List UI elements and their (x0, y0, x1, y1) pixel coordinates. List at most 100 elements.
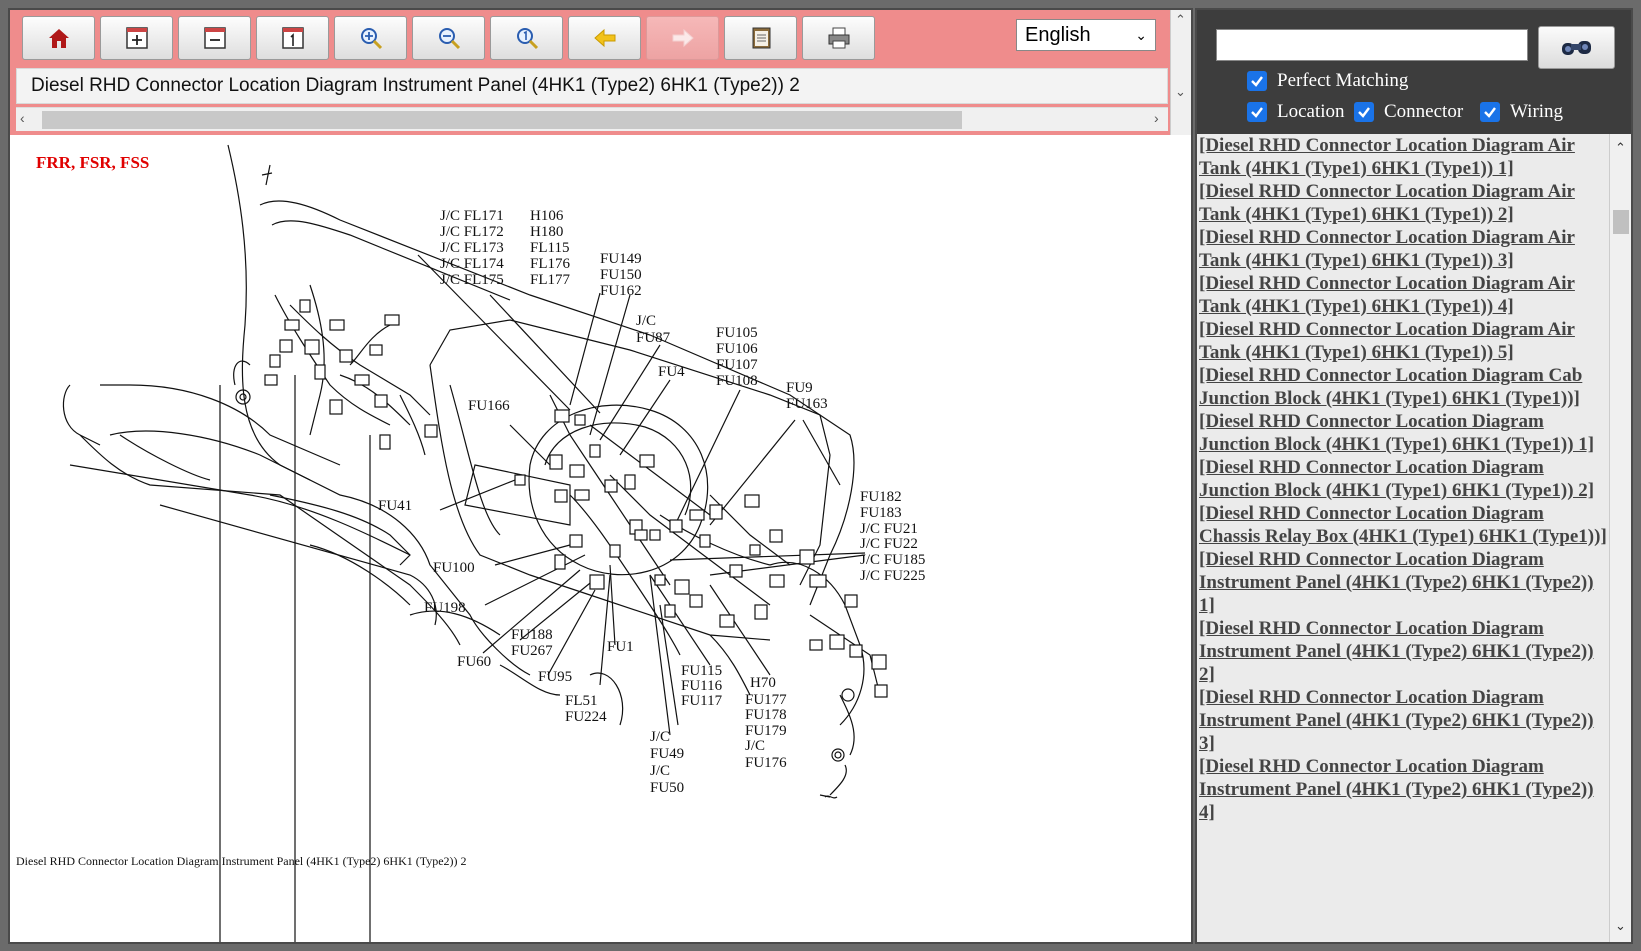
callout-labels: J/C FL171 J/C FL172 J/C FL173 J/C FL174 … (378, 208, 925, 796)
scroll-right-icon[interactable]: › (1154, 110, 1159, 126)
scroll-up-icon[interactable]: ⌃ (1615, 140, 1626, 155)
connector-symbols (264, 299, 888, 698)
callout-label: FU95 (538, 669, 572, 685)
scroll-down-icon[interactable]: ⌄ (1175, 84, 1186, 99)
result-link[interactable]: [Diesel RHD Connector Location Diagram C… (1199, 365, 1583, 409)
callout-label: FU49 (650, 746, 684, 762)
language-select[interactable]: English ⌄ (1016, 19, 1156, 51)
result-link[interactable]: [Diesel RHD Connector Location Diagram J… (1199, 457, 1595, 501)
diagram-drawing: J/C FL171 J/C FL172 J/C FL173 J/C FL174 … (62, 144, 925, 942)
plus-box-icon (125, 27, 148, 49)
chevron-down-icon: ⌄ (1135, 26, 1147, 43)
callout-label: FL115 (530, 240, 569, 256)
callout-label: H106 (530, 208, 564, 224)
callout-label: FU50 (650, 780, 684, 796)
result-link[interactable]: [Diesel RHD Connector Location Diagram I… (1199, 549, 1594, 616)
callout-label: FU224 (565, 709, 607, 725)
print-button[interactable] (802, 16, 875, 60)
callout-label: FU149 (600, 251, 642, 267)
result-link[interactable]: [Diesel RHD Connector Location Diagram A… (1199, 227, 1575, 271)
search-sidebar: Perfect Matching Location Connector Wiri… (1195, 8, 1633, 944)
callout-label: FU105 (716, 325, 758, 341)
callout-label: J/C FU225 (860, 568, 925, 584)
title-horizontal-scrollbar[interactable]: ‹ › (16, 107, 1168, 131)
checkmark-icon (1247, 71, 1267, 91)
zoom-in-icon (360, 28, 382, 50)
title-vertical-scrollbar[interactable]: ⌃ ⌄ (1170, 10, 1191, 135)
search-panel: Perfect Matching Location Connector Wiri… (1197, 10, 1631, 134)
callout-label: FU115 (681, 663, 722, 679)
printer-icon (828, 27, 849, 49)
notes-button[interactable] (724, 16, 797, 60)
callout-label: FU100 (433, 560, 475, 576)
callout-label: FU87 (636, 330, 671, 346)
location-checkbox[interactable]: Location (1247, 101, 1345, 123)
home-button[interactable] (22, 16, 95, 60)
wiring-checkbox[interactable]: Wiring (1480, 101, 1563, 123)
callout-label: J/C FU21 (860, 521, 918, 537)
checkbox-label: Location (1277, 101, 1345, 122)
callout-label: J/C FL175 (440, 272, 504, 288)
result-link[interactable]: [Diesel RHD Connector Location Diagram J… (1199, 411, 1595, 455)
scrollbar-thumb[interactable] (1613, 210, 1629, 234)
callout-label: FU4 (658, 364, 685, 380)
arrow-left-icon (593, 28, 615, 48)
zoom-out-button[interactable] (412, 16, 485, 60)
zoom-out-icon (438, 28, 460, 50)
checkbox-label: Connector (1384, 101, 1464, 122)
result-link[interactable]: [Diesel RHD Connector Location Diagram C… (1199, 503, 1607, 547)
result-link[interactable]: [Diesel RHD Connector Location Diagram I… (1199, 756, 1594, 823)
connector-checkbox[interactable]: Connector (1354, 101, 1463, 123)
forward-button[interactable] (646, 16, 719, 60)
callout-label: FU117 (681, 693, 723, 709)
callout-label: FU150 (600, 267, 642, 283)
notepad-icon (752, 27, 770, 49)
result-link[interactable]: [Diesel RHD Connector Location Diagram A… (1199, 181, 1575, 225)
expand-button[interactable] (100, 16, 173, 60)
collapse-button[interactable] (178, 16, 251, 60)
callout-label: J/C (745, 738, 765, 754)
callout-label: FU9 (786, 380, 813, 396)
callout-label: H180 (530, 224, 563, 240)
callout-label: FU41 (378, 498, 412, 514)
search-input[interactable] (1216, 29, 1528, 61)
callout-label: J/C FL174 (440, 256, 504, 272)
checkbox-label: Wiring (1510, 101, 1564, 122)
callout-label: FU1 (607, 639, 634, 655)
callout-label: J/C FU22 (860, 536, 918, 552)
callout-label: FU162 (600, 283, 642, 299)
zoom-fit-button[interactable] (490, 16, 563, 60)
result-link[interactable]: [Diesel RHD Connector Location Diagram I… (1199, 687, 1594, 754)
page-button[interactable] (256, 16, 329, 60)
callout-label: FU177 (745, 692, 787, 708)
result-link[interactable]: [Diesel RHD Connector Location Diagram I… (1199, 618, 1594, 685)
callout-label: J/C FL172 (440, 224, 504, 240)
callout-label: FL51 (565, 693, 598, 709)
callout-label: FU176 (745, 755, 787, 771)
callout-label: J/C (650, 763, 670, 779)
scrollbar-thumb[interactable] (42, 111, 962, 129)
result-link[interactable]: [Diesel RHD Connector Location Diagram A… (1199, 273, 1575, 317)
vehicle-models-label: FRR, FSR, FSS (36, 153, 150, 172)
zoom-in-button[interactable] (334, 16, 407, 60)
checkbox-label: Perfect Matching (1277, 70, 1409, 91)
callout-label: J/C (636, 313, 656, 329)
home-icon (48, 29, 69, 48)
scroll-down-icon[interactable]: ⌄ (1615, 918, 1626, 933)
perfect-matching-checkbox[interactable]: Perfect Matching (1247, 70, 1408, 92)
language-select-value: English (1025, 23, 1091, 46)
back-button[interactable] (568, 16, 641, 60)
binoculars-icon (1561, 40, 1591, 55)
minus-box-icon (203, 27, 226, 49)
callout-label: FU183 (860, 505, 902, 521)
results-scrollbar[interactable]: ⌃ ⌄ (1609, 134, 1631, 942)
result-link[interactable]: [Diesel RHD Connector Location Diagram A… (1199, 135, 1575, 179)
callout-label: FU60 (457, 654, 491, 670)
scroll-up-icon[interactable]: ⌃ (1175, 12, 1186, 27)
callout-label: J/C FL173 (440, 240, 504, 256)
scroll-left-icon[interactable]: ‹ (20, 110, 25, 126)
arrow-right-icon (672, 28, 694, 48)
result-link[interactable]: [Diesel RHD Connector Location Diagram A… (1199, 319, 1575, 363)
search-button[interactable] (1538, 26, 1615, 69)
